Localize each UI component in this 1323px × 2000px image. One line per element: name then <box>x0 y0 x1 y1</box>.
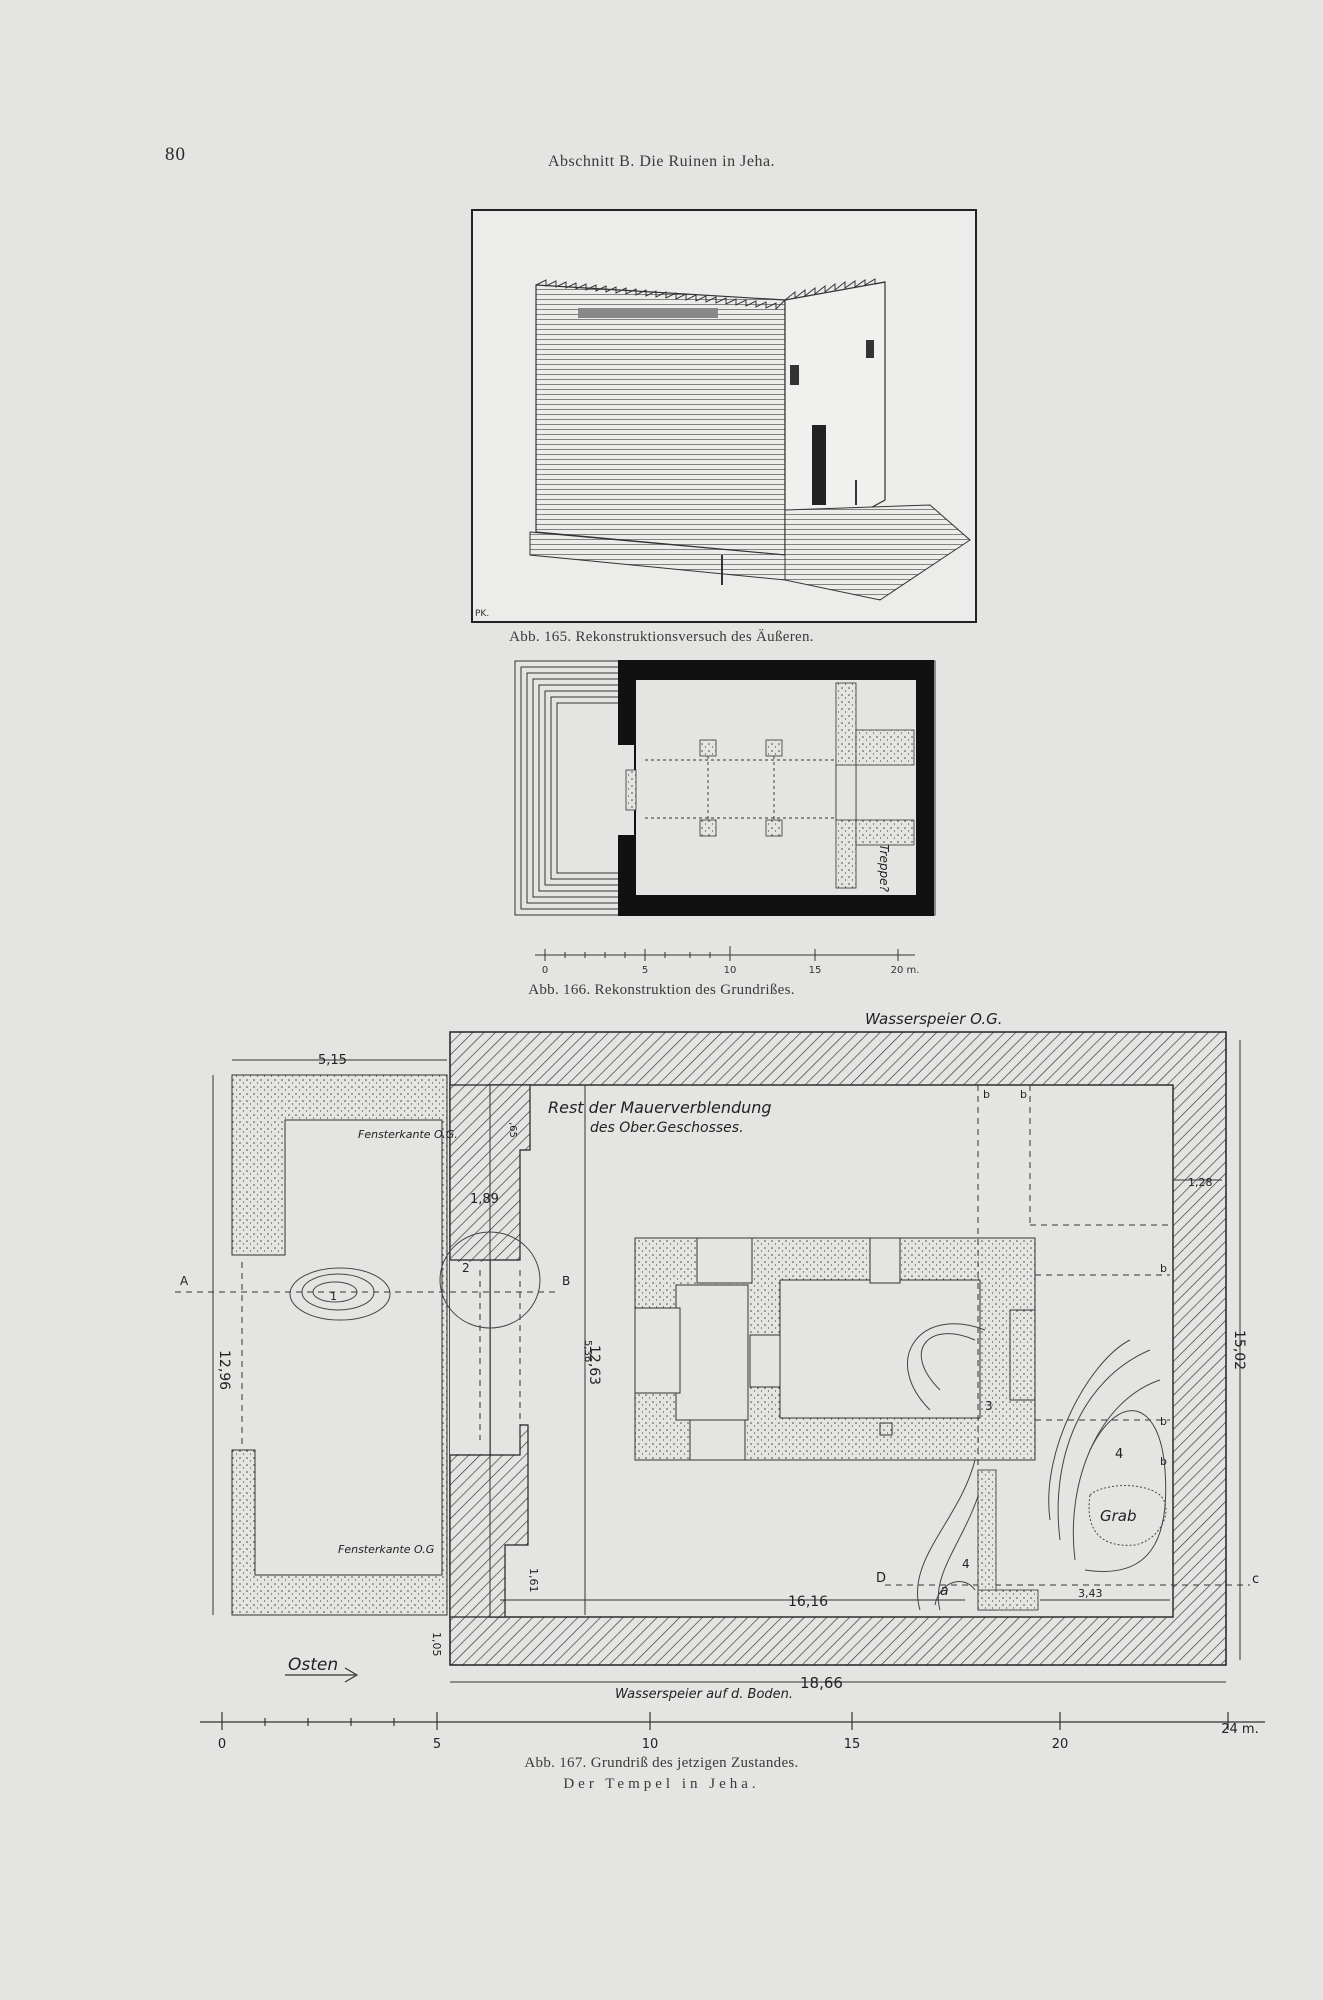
fig167-dim-343: 3,43 <box>1078 1587 1103 1600</box>
fig167-window-edge-top: Fensterkante O.G. <box>358 1128 458 1141</box>
fig167-scale-15: 15 <box>844 1737 861 1752</box>
fig167-dim-065: ,65 <box>507 1122 518 1138</box>
figure-166-plan: Treppe? 0 5 10 15 20 m. <box>514 660 936 976</box>
fig167-scale-20: 20 <box>1052 1737 1069 1752</box>
fig167-number-2: 2 <box>462 1261 470 1275</box>
fig167-dim-1866: 18,66 <box>800 1674 843 1692</box>
fig167-scale-24: 24 m. <box>1221 1722 1258 1737</box>
fig167-number-4a: 4 <box>1115 1447 1123 1462</box>
fig167-dim-189: 1,89 <box>470 1192 499 1207</box>
fig166-scale-0: 0 <box>542 965 548 976</box>
fig167-water-spout-bottom: Wasserspeier auf d. Boden. <box>615 1687 793 1702</box>
fig165-caption: Abb. 165. Rekonstruktionsversuch des Äuß… <box>509 629 814 645</box>
fig166-scale-bar <box>535 946 915 961</box>
page-number: 80 <box>165 144 186 165</box>
fig167-section-a: A <box>180 1274 189 1288</box>
fig167-dim-1263: 12,63 <box>586 1345 602 1385</box>
fig167-scale-bar <box>200 1712 1265 1730</box>
fig167-caption: Abb. 167. Grundriß des jetzigen Zustande… <box>524 1755 799 1771</box>
fig167-small-a: a <box>940 1583 949 1599</box>
fig167-scale-5: 5 <box>433 1737 441 1752</box>
fig167-east-label: Osten <box>288 1655 338 1675</box>
running-head: Abschnitt B. Die Ruinen in Jeha. <box>547 153 776 170</box>
fig167-dim-105: 1,05 <box>430 1632 443 1657</box>
fig165-monogram: PK. <box>475 609 489 619</box>
fig167-dim-1502: 15,02 <box>1231 1330 1247 1370</box>
fig167-mark-b-3: b <box>1160 1262 1167 1275</box>
fig167-mark-b-4: b <box>1160 1415 1167 1428</box>
fig167-scale-10: 10 <box>642 1737 659 1752</box>
fig167-number-1: 1 <box>330 1290 337 1303</box>
fig167-water-spout-top: Wasserspeier O.G. <box>865 1010 1002 1028</box>
fig167-dim-536: 5,36 <box>582 1340 593 1362</box>
fig166-room-label: Treppe? <box>877 844 891 892</box>
fig167-dim-1616: 16,16 <box>788 1594 828 1610</box>
fig166-scale-15: 15 <box>809 965 822 976</box>
fig166-scale-5: 5 <box>642 965 648 976</box>
fig166-caption: Abb. 166. Rekonstruktion des Grundrißes. <box>528 982 795 998</box>
fig167-mark-b-5: b <box>1160 1455 1167 1468</box>
fig167-number-4b: 4 <box>962 1557 970 1571</box>
figure-167-plan: Wasserspeier O.G. Rest der Mauerverblend… <box>175 1010 1265 1752</box>
fig167-section-d: D <box>876 1571 886 1586</box>
fig167-section-c: c <box>1252 1572 1259 1587</box>
fig167-number-3: 3 <box>985 1399 993 1413</box>
fig167-dim-161: 1,61 <box>527 1568 540 1593</box>
fig167-grave-label: Grab <box>1100 1507 1137 1525</box>
fig167-wall-remnant-1: Rest der Mauerverblendung <box>548 1098 772 1117</box>
fig167-dim-128: 1,28 <box>1188 1176 1213 1189</box>
fig167-wall-remnant-2: des Ober.Geschosses. <box>590 1120 744 1136</box>
fig167-mark-b-1: b <box>983 1088 990 1101</box>
fig167-window-edge-bottom: Fensterkante O.G <box>338 1543 434 1556</box>
fig167-scale-0: 0 <box>218 1737 226 1752</box>
fig166-scale-20: 20 m. <box>891 965 920 976</box>
fig167-dim-1296: 12,96 <box>216 1350 232 1390</box>
fig166-scale-10: 10 <box>724 965 737 976</box>
fig167-dim-515: 5,15 <box>318 1053 347 1068</box>
footer-title: Der Tempel in Jeha. <box>563 1776 760 1792</box>
figure-165-drawing: PK. <box>471 209 977 623</box>
fig167-mark-b-2: b <box>1020 1088 1027 1101</box>
fig167-section-b: B <box>562 1274 570 1288</box>
